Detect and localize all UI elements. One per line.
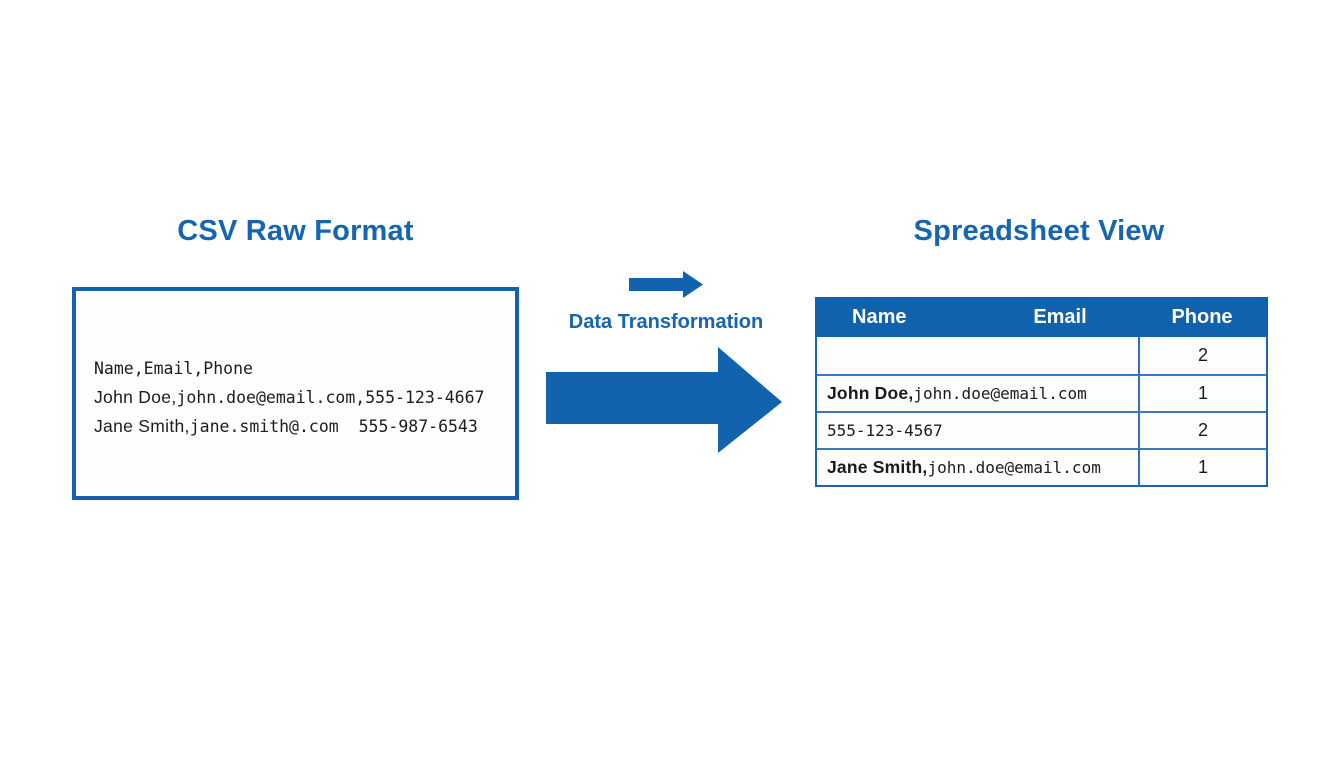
row-phone-cell: 1 [1138,376,1266,411]
table-row: 2 [817,337,1266,374]
table-row: Jane Smith,john.doe@email.com 1 [817,448,1266,485]
table-row: John Doe,john.doe@email.com 1 [817,374,1266,411]
header-cell-phone: Phone [1171,306,1233,328]
table-header-row: Name Email Phone [815,297,1268,337]
row-phone-cell: 2 [1138,413,1266,448]
small-right-arrow-icon [629,271,703,298]
row-content-cell: John Doe,john.doe@email.com [827,383,1087,403]
spreadsheet-table: Name Email Phone 2 John Doe,john.doe@ema… [815,297,1268,487]
header-cell-name: Name [852,306,907,328]
data-transformation-label: Data Transformation [568,311,764,333]
csv-section-title: CSV Raw Format [177,215,414,247]
csv-line: John Doe,john.doe@email.com,555-123-4667 [94,387,485,407]
csv-line: Jane Smith,jane.smith@.com 555-987-6543 [94,416,478,436]
row-content-cell: Jane Smith,john.doe@email.com [827,457,1101,477]
csv-raw-box: Name,Email,Phone John Doe,john.doe@email… [72,287,519,500]
spreadsheet-section-title: Spreadsheet View [913,215,1165,247]
row-content-cell: 555-123-4567 [827,421,943,440]
table-body: 2 John Doe,john.doe@email.com 1 555-123-… [815,337,1268,487]
csv-line: Name,Email,Phone [94,359,253,378]
row-phone-cell: 1 [1138,450,1266,485]
header-cell-email: Email [1033,306,1087,328]
row-phone-cell: 2 [1138,337,1266,374]
big-right-arrow-icon [546,347,782,453]
table-row: 555-123-4567 2 [817,411,1266,448]
